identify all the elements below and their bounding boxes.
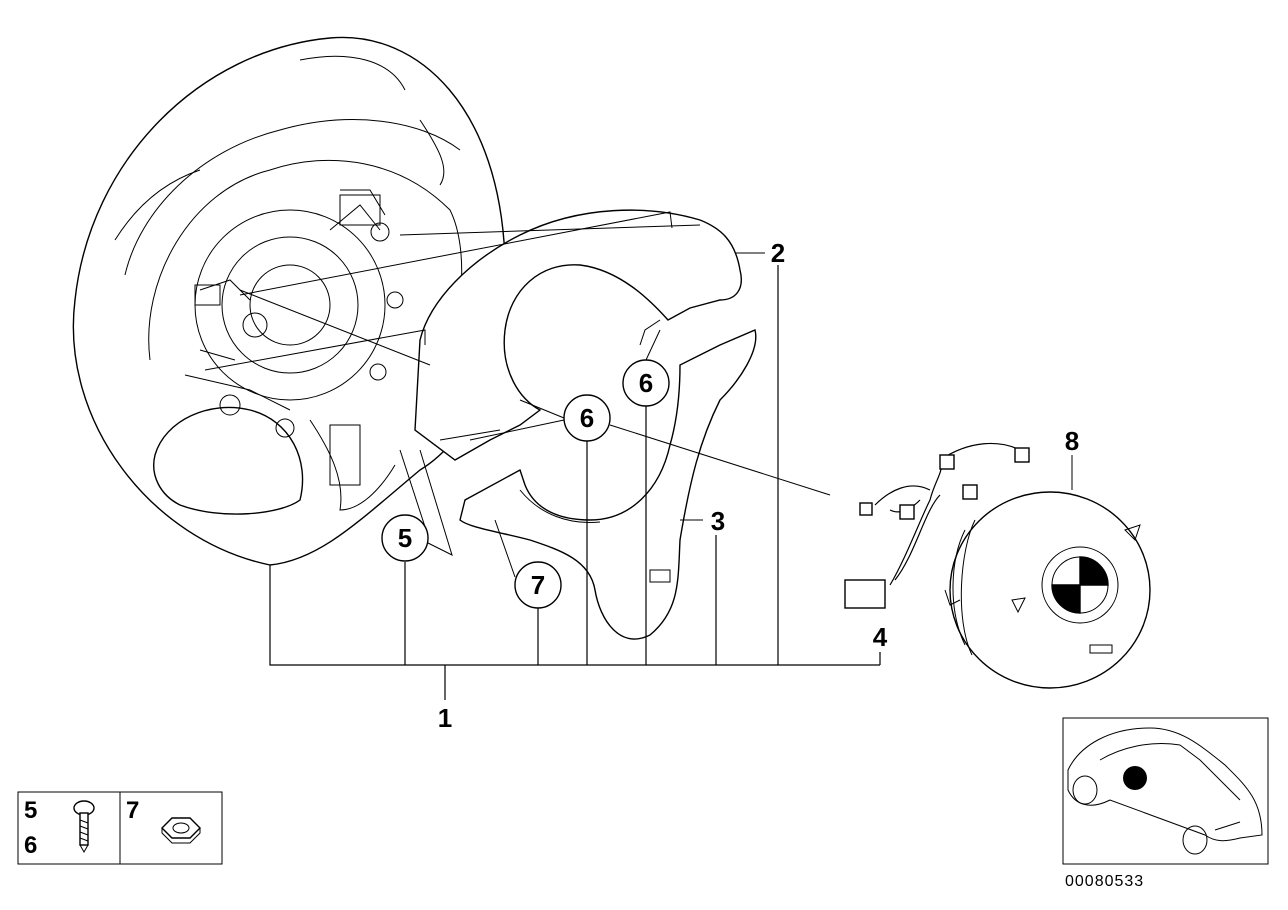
callout-5-circle bbox=[381, 514, 429, 562]
callout-6b-circle bbox=[563, 394, 611, 442]
airbag-module bbox=[944, 491, 1151, 689]
callout-4: 4 bbox=[873, 622, 888, 652]
callout-1: 1 bbox=[438, 703, 452, 733]
callout-7: 7 bbox=[531, 570, 545, 600]
upper-trim-cover bbox=[414, 209, 742, 461]
car-locator-icon bbox=[1062, 717, 1269, 865]
wiring-harness bbox=[844, 442, 1030, 609]
legend-label-6: 6 bbox=[24, 832, 37, 859]
callout-2: 2 bbox=[771, 238, 785, 268]
legend-label-5: 5 bbox=[24, 797, 37, 824]
callouts: 1 2 3 4 8 5 6 6 7 bbox=[381, 238, 1079, 733]
callout-3: 3 bbox=[711, 506, 725, 536]
leader-lines bbox=[204, 211, 1073, 700]
callout-8: 8 bbox=[1065, 426, 1079, 456]
screw-icon bbox=[73, 800, 95, 854]
fastener-legend: 5 6 7 bbox=[17, 791, 223, 865]
callout-5: 5 bbox=[398, 523, 412, 553]
steering-wheel bbox=[72, 36, 507, 566]
legend-label-7: 7 bbox=[126, 797, 139, 824]
callout-7-circle bbox=[514, 561, 562, 609]
callout-6a-circle bbox=[622, 359, 670, 407]
lower-trim-cover bbox=[459, 329, 757, 640]
callout-6a: 6 bbox=[639, 368, 653, 398]
callout-6b: 6 bbox=[580, 403, 594, 433]
reference-number: 00080533 bbox=[1065, 873, 1144, 890]
hex-nut-icon bbox=[161, 817, 201, 844]
airbag-location-marker bbox=[1123, 766, 1147, 790]
